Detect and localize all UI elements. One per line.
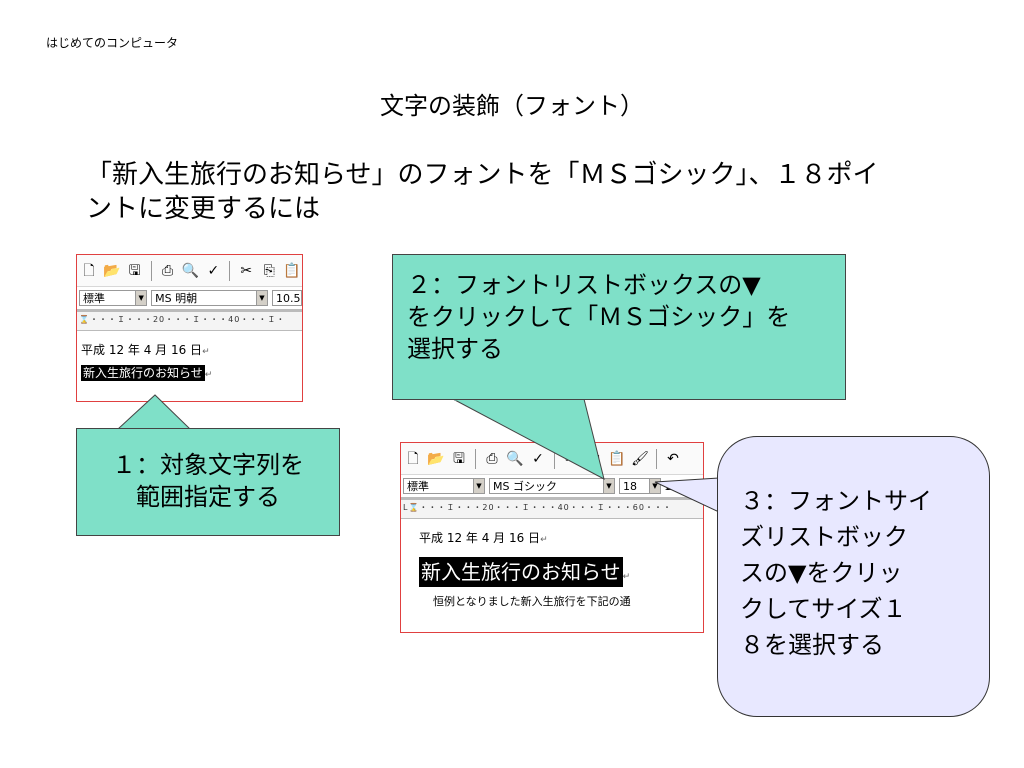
toolbar-separator <box>475 448 476 469</box>
font-select[interactable]: MS 明朝 ▼ <box>151 290 268 306</box>
callout-step-2: ２：フォントリストボックスの▼ をクリックして「ＭＳゴシック」を 選択する <box>392 254 846 400</box>
font-size-select[interactable]: 18 ▼ <box>619 478 661 494</box>
chevron-down-icon[interactable]: ▼ <box>135 291 147 305</box>
callout-step-3: ３：フォントサイ ズリストボック スの▼をクリッ クしてサイズ１ ８を選択する <box>717 436 990 717</box>
callout-step-3-line-2: ズリストボック <box>740 523 908 551</box>
return-mark: ↵ <box>540 535 548 545</box>
open-folder-icon[interactable]: 📂 <box>427 450 445 467</box>
slide-title: 文字の装飾（フォント） <box>380 92 644 120</box>
toolbar-separator <box>554 448 555 469</box>
font-select-value: MS ゴシック <box>493 480 557 493</box>
style-select-value: 標準 <box>83 292 105 305</box>
toolbar-separator <box>150 260 152 281</box>
formatting-toolbar: 標準 ▼ MS 明朝 ▼ 10.5 <box>77 287 302 309</box>
print-icon[interactable]: ⎙ <box>486 450 498 467</box>
style-select[interactable]: 標準 ▼ <box>403 478 485 494</box>
new-document-icon[interactable]: 🗋 <box>407 450 419 467</box>
paste-icon[interactable]: 📋 <box>608 450 626 467</box>
callout-step-2-line-1: ２：フォントリストボックスの▼ <box>407 271 761 299</box>
callout-step-3-line-5: ８を選択する <box>740 631 884 659</box>
callout-step-1-line-1: １：対象文字列を <box>112 451 304 479</box>
return-mark: ↵ <box>204 370 213 380</box>
print-preview-icon[interactable]: 🔍 <box>506 450 524 467</box>
selected-text[interactable]: 新入生旅行のお知らせ <box>419 557 623 587</box>
spellcheck-icon[interactable]: ✓ <box>532 450 544 467</box>
chevron-down-icon[interactable]: ▼ <box>603 479 614 493</box>
chevron-down-icon[interactable]: ▼ <box>473 479 484 493</box>
body-line-2: ントに変更するには <box>86 194 321 224</box>
save-icon[interactable]: 🖫 <box>128 262 141 279</box>
copy-icon[interactable]: ⎘ <box>588 450 600 467</box>
toolbar-separator <box>656 448 657 469</box>
bold-button[interactable]: B <box>665 479 676 493</box>
paste-icon[interactable]: 📋 <box>283 262 301 279</box>
save-icon[interactable]: 🖫 <box>453 450 465 467</box>
print-preview-icon[interactable]: 🔍 <box>181 262 200 279</box>
document-title-line: 新入生旅行のお知らせ↵ <box>77 364 302 381</box>
word-screenshot-before: 🗋 📂 🖫 ⎙ 🔍 ✓ ✂ ⎘ 📋 標準 ▼ MS 明朝 ▼ 10.5 ⌛・・・… <box>76 254 303 402</box>
return-mark: ↵ <box>622 572 631 582</box>
italic-button[interactable]: I <box>679 479 684 493</box>
undo-icon[interactable]: ↶ <box>667 450 679 467</box>
font-select[interactable]: MS ゴシック ▼ <box>489 478 615 494</box>
style-select-value: 標準 <box>407 480 429 493</box>
document-date-line: 平成 12 年 4 月 16 日↵ <box>419 531 548 545</box>
chevron-down-icon[interactable]: ▼ <box>649 479 660 493</box>
header-label: はじめてのコンピュータ <box>46 36 179 50</box>
return-mark: ↵ <box>202 347 210 357</box>
callout-step-1: １：対象文字列を 範囲指定する <box>76 428 340 536</box>
callout-step-3-line-1: ３：フォントサイ <box>740 487 932 515</box>
standard-toolbar: 🗋 📂 🖫 ⎙ 🔍 ✓ ✂ ⎘ 📋 <box>77 255 302 287</box>
document-date-line: 平成 12 年 4 月 16 日↵ <box>81 343 210 357</box>
open-folder-icon[interactable]: 📂 <box>103 262 121 279</box>
chevron-down-icon[interactable]: ▼ <box>256 291 267 305</box>
callout-step-2-line-3: 選択する <box>407 335 503 363</box>
formatting-toolbar: 標準 ▼ MS ゴシック ▼ 18 ▼ B I <box>401 475 703 497</box>
font-size-select[interactable]: 10.5 <box>272 290 302 306</box>
ruler: ⌛・・・Ｉ・・・20・・・Ｉ・・・40・・・Ｉ・ <box>77 309 302 331</box>
callout-step-3-line-4: クしてサイズ１ <box>740 595 907 623</box>
document-title-line: 新入生旅行のお知らせ↵ <box>401 556 703 587</box>
font-size-value: 18 <box>623 479 637 493</box>
callout-step-1-line-2: 範囲指定する <box>136 483 280 511</box>
selected-text[interactable]: 新入生旅行のお知らせ <box>81 365 205 381</box>
standard-toolbar: 🗋 📂 🖫 ⎙ 🔍 ✓ ✂ ⎘ 📋 🖌 ↶ <box>401 443 703 475</box>
style-select[interactable]: 標準 ▼ <box>79 290 148 306</box>
body-line-1: 「新入生旅行のお知らせ」のフォントを「ＭＳゴシック」、１８ポイ <box>86 160 879 190</box>
word-screenshot-after: 🗋 📂 🖫 ⎙ 🔍 ✓ ✂ ⎘ 📋 🖌 ↶ 標準 ▼ MS ゴシック ▼ 18 … <box>400 442 704 633</box>
document-body-line: 恒例となりました新入生旅行を下記の通 <box>433 595 631 608</box>
new-document-icon[interactable]: 🗋 <box>83 262 95 279</box>
callout-step-3-line-3: スの▼をクリッ <box>740 559 903 587</box>
ruler: L⌛・・・Ｉ・・・20・・・Ｉ・・・40・・・Ｉ・・・60・・・ <box>401 497 703 519</box>
font-size-value: 10.5 <box>276 291 301 305</box>
body-text: 「新入生旅行のお知らせ」のフォントを「ＭＳゴシック」、１８ポイ ントに変更するに… <box>86 158 986 226</box>
toolbar-separator <box>229 260 231 281</box>
spellcheck-icon[interactable]: ✓ <box>207 262 220 279</box>
cut-icon[interactable]: ✂ <box>240 262 253 279</box>
format-painter-icon[interactable]: 🖌 <box>631 450 649 467</box>
copy-icon[interactable]: ⎘ <box>263 262 275 279</box>
font-select-value: MS 明朝 <box>155 292 198 305</box>
print-icon[interactable]: ⎙ <box>162 262 174 279</box>
callout-step-2-line-2: をクリックして「ＭＳゴシック」を <box>407 303 791 331</box>
cut-icon[interactable]: ✂ <box>565 450 577 467</box>
